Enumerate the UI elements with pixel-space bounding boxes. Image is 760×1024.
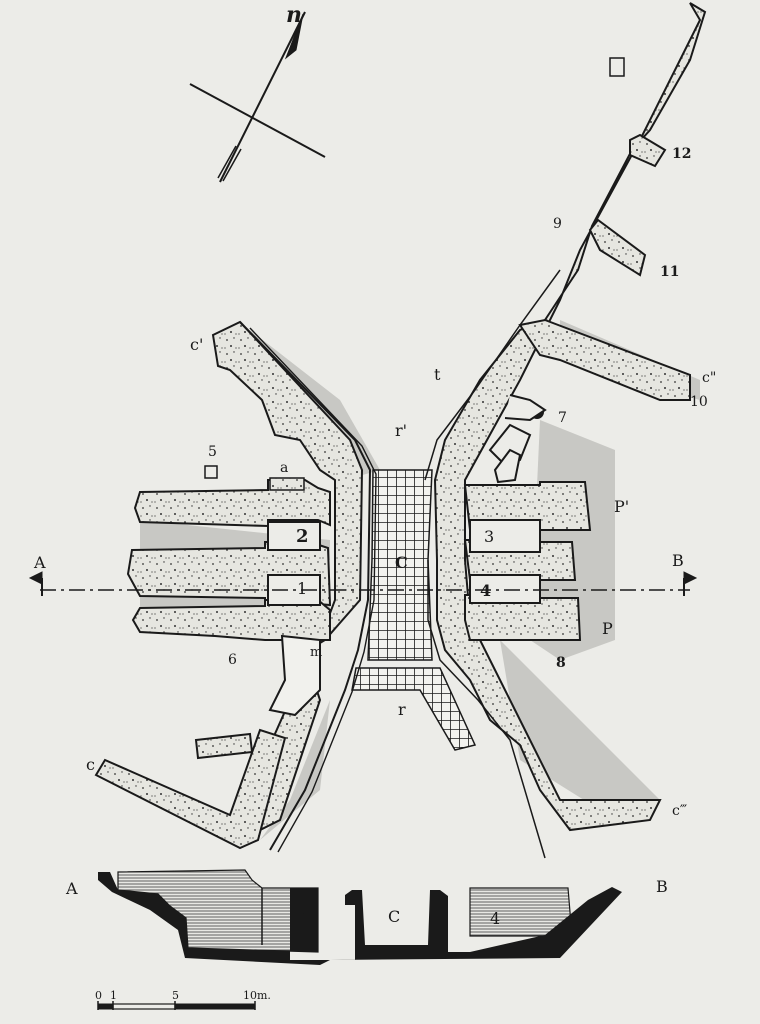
section-label-b: B <box>656 877 668 896</box>
label-room-3: 3 <box>484 527 494 546</box>
feature-7 <box>488 394 547 484</box>
scale-tick-1: 1 <box>110 989 117 1002</box>
feature-top-right <box>609 57 625 77</box>
label-9: 9 <box>553 216 562 232</box>
right-arm-12 <box>629 133 667 168</box>
right-arm-11 <box>588 218 647 277</box>
label-11: 11 <box>660 264 679 280</box>
label-5: 5 <box>208 444 217 460</box>
label-10: 10 <box>690 394 708 410</box>
label-section-b: B <box>672 551 684 570</box>
room-2 <box>267 521 321 551</box>
label-12: 12 <box>672 146 691 162</box>
label-c-double: c" <box>702 370 716 386</box>
right-arm-10 <box>518 318 691 401</box>
left-lower-wing <box>94 728 287 850</box>
label-8: 8 <box>556 655 566 671</box>
north-label: n <box>286 2 302 28</box>
lower-paved-area <box>351 667 477 751</box>
feature-5 <box>204 465 218 479</box>
label-7: 7 <box>558 410 567 426</box>
section-label-c: C <box>388 907 400 926</box>
cross-section-a-b <box>98 869 622 965</box>
room-3 <box>469 519 541 553</box>
label-c: c <box>86 755 95 774</box>
label-center-c: C <box>395 553 408 572</box>
scale-bar <box>97 1001 256 1010</box>
central-paved-court <box>367 469 433 661</box>
label-p-prime: P' <box>614 497 629 516</box>
label-section-a: A <box>33 553 46 572</box>
left-stub-arm <box>194 732 254 760</box>
scale-tick-0: 0 <box>95 989 102 1002</box>
label-p: P <box>602 619 613 638</box>
label-room-4: 4 <box>480 581 491 600</box>
section-line-a-b <box>28 571 698 596</box>
feature-a <box>269 477 305 491</box>
label-room-2: 2 <box>296 526 309 547</box>
label-m: m <box>310 645 322 660</box>
room-4 <box>469 574 541 604</box>
scale-tick-10: 10m. <box>243 989 271 1002</box>
north-arrow-icon <box>189 11 326 183</box>
section-label-4: 4 <box>490 909 500 928</box>
label-r-prime: r' <box>395 421 407 440</box>
left-lower-rooms <box>268 634 321 717</box>
label-c-prime: c' <box>190 335 203 354</box>
label-6: 6 <box>228 652 237 668</box>
section-label-a: A <box>65 879 78 898</box>
scale-tick-5: 5 <box>172 989 179 1002</box>
label-r: r <box>398 700 406 719</box>
label-c-triple: c‴ <box>672 803 687 819</box>
label-a: a <box>280 460 288 476</box>
left-arm-2 <box>133 479 331 528</box>
label-t: t <box>434 365 441 384</box>
right-main-wing <box>433 2 707 832</box>
section-label-1: 1 <box>300 909 310 928</box>
label-room-1: 1 <box>297 579 307 598</box>
